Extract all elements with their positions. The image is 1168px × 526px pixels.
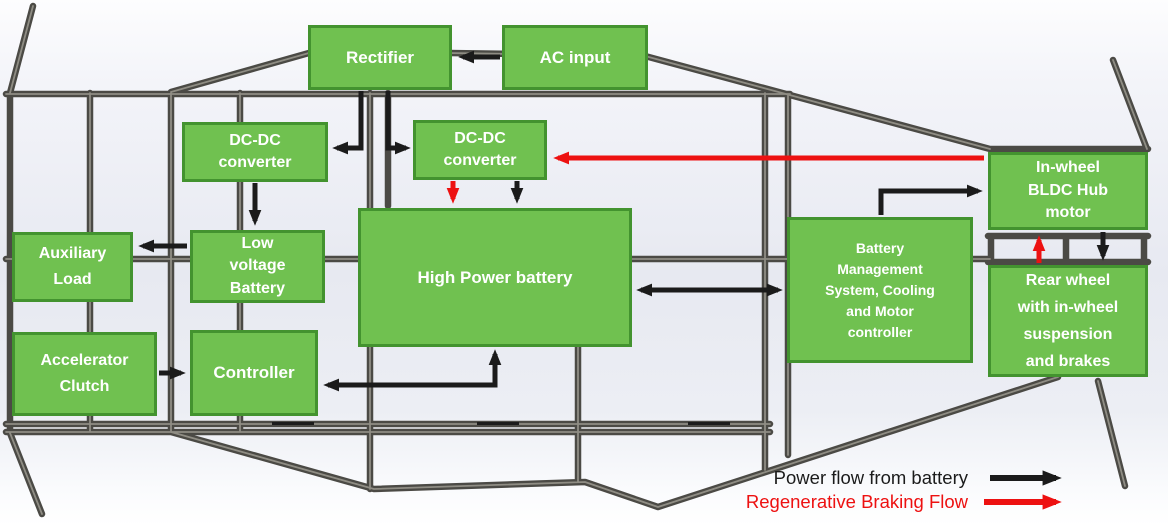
battery-label: High Power battery <box>417 267 573 287</box>
box-dcdc-converter-right: DC-DC converter <box>413 120 547 180</box>
aux-load-label: Auxiliary Load <box>38 245 107 288</box>
box-accelerator-clutch: Accelerator Clutch <box>12 332 157 416</box>
box-high-power-battery: High Power battery <box>358 208 632 347</box>
frame-clamp <box>272 422 314 425</box>
box-controller: Controller <box>190 330 318 416</box>
box-battery-management-system: Battery Management System, Cooling and M… <box>787 217 973 363</box>
box-rectifier: Rectifier <box>308 25 452 90</box>
box-ac-input: AC input <box>502 25 648 90</box>
lv-battery-label: Low voltage Battery <box>229 234 286 297</box>
box-dcdc-converter-left: DC-DC converter <box>182 122 328 182</box>
ac-input-label: AC input <box>539 47 611 67</box>
legend-power-label: Power flow from battery <box>773 467 968 488</box>
frame-clamp <box>477 422 519 425</box>
box-low-voltage-battery: Low voltage Battery <box>190 230 325 303</box>
box-auxiliary-load: Auxiliary Load <box>12 232 133 302</box>
rear-wheel-label: Rear wheel with in-wheel suspension and … <box>1017 271 1119 371</box>
motor-label: In-wheel BLDC Hub motor <box>1028 159 1108 222</box>
legend-regen-label: Regenerative Braking Flow <box>745 491 968 512</box>
dcdc-left-label: DC-DC converter <box>218 131 292 171</box>
bms-label: Battery Management System, Cooling and M… <box>825 239 935 340</box>
dcdc-right-label: DC-DC converter <box>443 129 517 169</box>
box-rear-wheel: Rear wheel with in-wheel suspension and … <box>988 265 1148 377</box>
controller-label: Controller <box>213 363 295 383</box>
box-in-wheel-bldc-hub-motor: In-wheel BLDC Hub motor <box>988 152 1148 230</box>
rectifier-label: Rectifier <box>345 47 415 67</box>
accel-clutch-label: Accelerator Clutch <box>40 352 129 395</box>
frame-clamp <box>688 422 730 425</box>
